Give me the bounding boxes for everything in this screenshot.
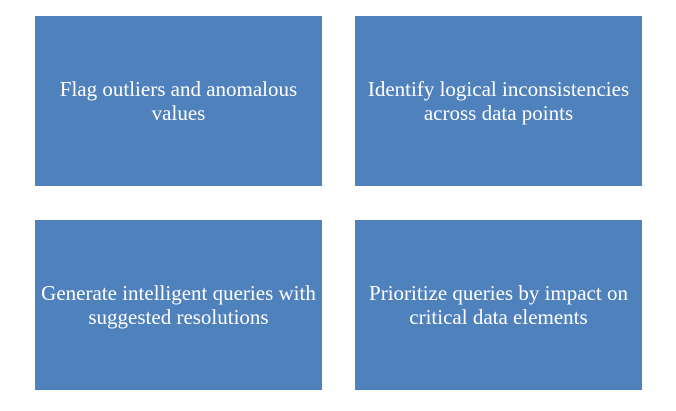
box-generate-queries: Generate intelligent queries with sugges… <box>35 220 322 390</box>
box-identify-inconsistencies: Identify logical inconsistencies across … <box>355 16 642 186</box>
box-prioritize-queries: Prioritize queries by impact on critical… <box>355 220 642 390</box>
box-label: Generate intelligent queries with sugges… <box>41 281 316 329</box>
box-label: Identify logical inconsistencies across … <box>367 77 630 125</box>
box-flag-outliers: Flag outliers and anomalous values <box>35 16 322 186</box>
box-label: Prioritize queries by impact on critical… <box>369 281 628 329</box>
box-label: Flag outliers and anomalous values <box>59 77 298 125</box>
